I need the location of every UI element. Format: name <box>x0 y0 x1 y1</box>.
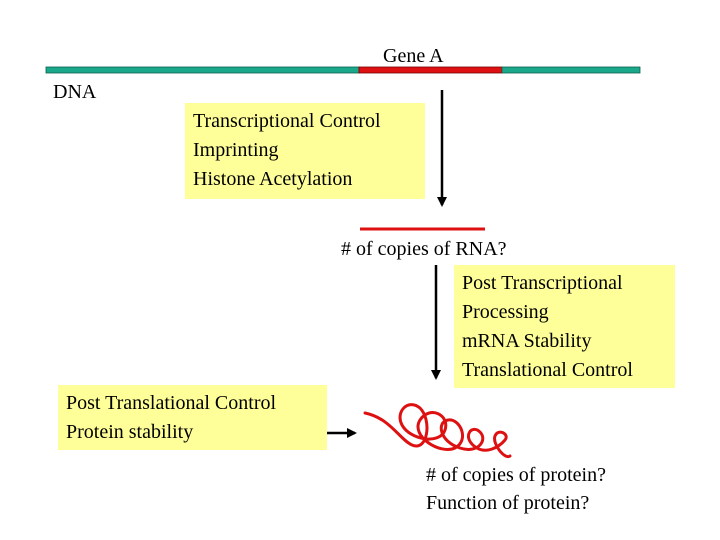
protein-copies-label: # of copies of protein? <box>426 464 606 486</box>
post-transcription-line: Processing <box>462 301 549 323</box>
gene-a-label: Gene A <box>383 45 444 67</box>
post-transcription-line: mRNA Stability <box>462 330 592 352</box>
dna-strand-left <box>45 66 360 74</box>
transcription-line: Histone Acetylation <box>193 168 353 190</box>
post-transcription-line: Post Transcriptional <box>462 272 623 294</box>
post-transcription-line: Translational Control <box>462 359 633 381</box>
post-translation-line: Protein stability <box>66 421 194 443</box>
protein-function-label: Function of protein? <box>426 492 590 514</box>
dna-strand-right <box>501 66 641 74</box>
protein-squiggle <box>363 403 512 459</box>
transcription-control-box: Transcriptional Control Imprinting Histo… <box>185 103 425 199</box>
post-transcriptional-box: Post Transcriptional Processing mRNA Sta… <box>454 265 675 388</box>
rna-copies-label: # of copies of RNA? <box>341 238 507 260</box>
transcription-line: Transcriptional Control <box>193 110 381 132</box>
transcription-line: Imprinting <box>193 139 279 161</box>
post-translation-line: Post Translational Control <box>66 392 277 414</box>
dna-label: DNA <box>53 81 97 103</box>
post-translational-box: Post Translational Control Protein stabi… <box>58 385 327 450</box>
